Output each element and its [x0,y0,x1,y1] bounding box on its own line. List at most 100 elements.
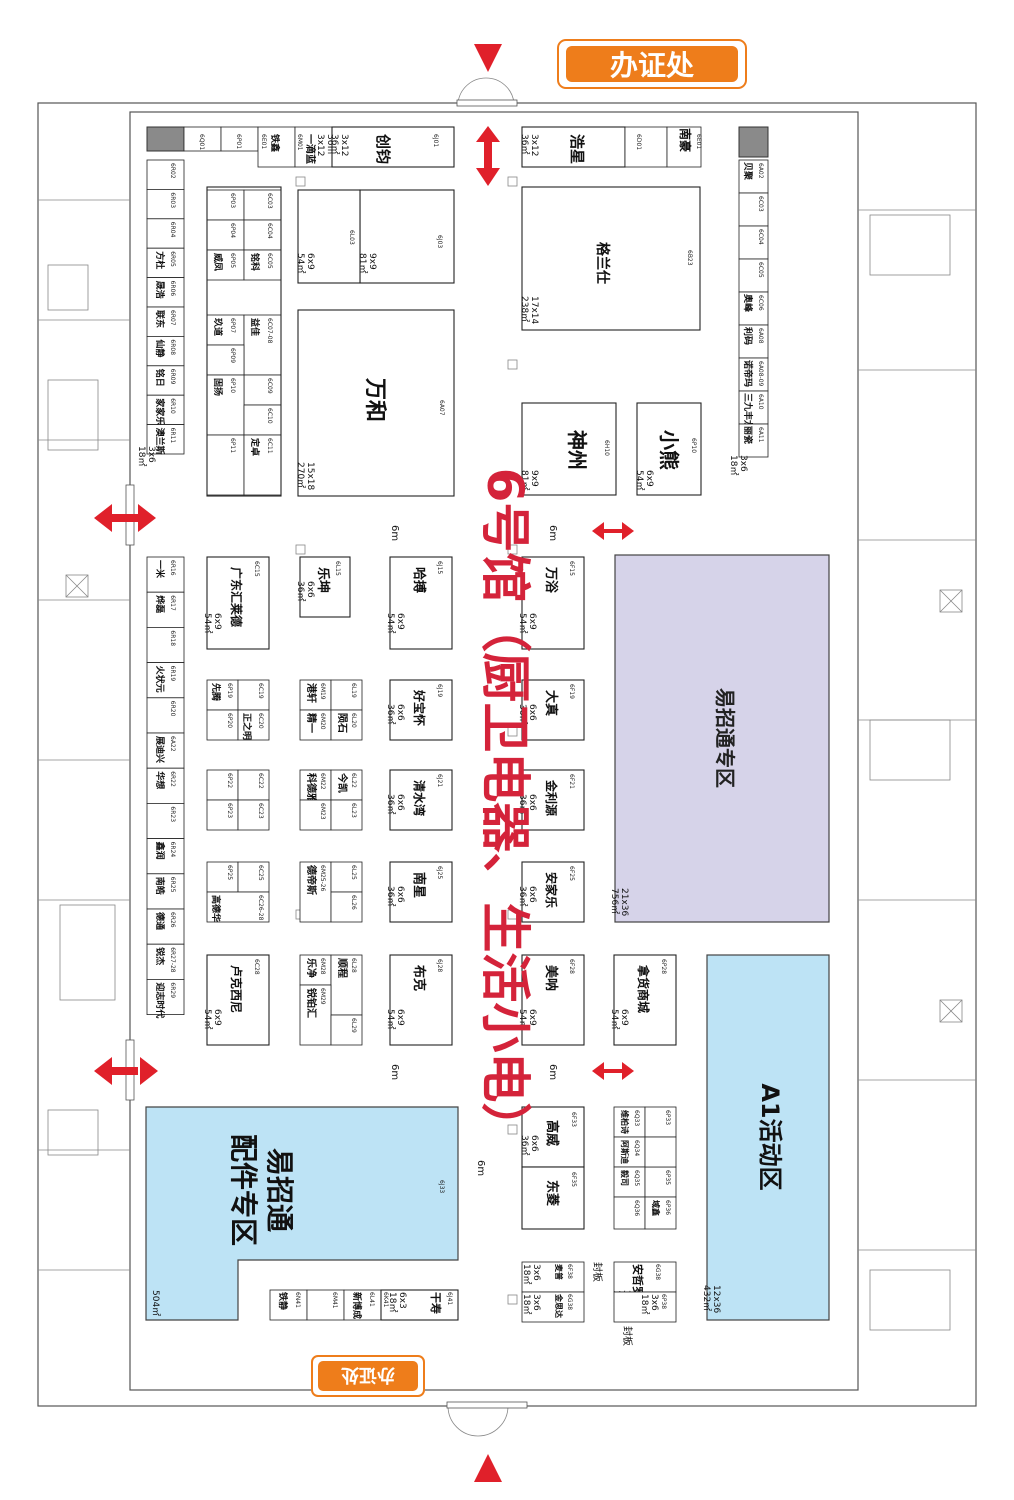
mid2-booth [206,891,270,923]
mid3-booth-code: 6M23 [319,803,326,820]
left-strip-booth [146,277,185,308]
nanxing-name: 南星 [411,872,427,898]
permit-office-top: 办证处 [557,39,747,89]
jinliyuan-size: 6x6 [527,794,537,811]
mid2-booth-code: 6P25 [226,865,233,880]
right-strip-booth-code: 6A02 [757,163,764,179]
mid3-booth [299,954,332,986]
right-strip-booth [738,225,769,260]
left-strip2-booth-name: 迎志时代 [154,982,166,1018]
mid-grid-booth [243,219,282,251]
bottom-cell-f2 [521,1291,585,1323]
wanhe-code: 6A07 [438,400,445,416]
left-booth-strip-2: 6R16一米6R17烨磊6R186R19火状元6R206A22展迪兴6R22华想… [146,556,185,1018]
booth-nanxing [389,861,453,923]
dazhen-name: 大真 [543,690,559,716]
left-strip2-booth-code: 6R17 [169,595,176,611]
mid3-booth [299,769,332,801]
gelanshi-code: 6B23 [686,250,693,266]
bottom-cell-m1-code: 6N41 [294,1292,301,1308]
left-strip-booth-name: 方杜 [154,251,166,269]
anjiale-code: 6F25 [568,866,575,881]
lukexini-code: 6C28 [253,959,260,975]
bottom-cell-p1-size: 3x6 [649,1294,659,1311]
right-strip-booth [738,423,769,458]
dazhen-size: 6x6 [527,704,537,721]
booth-dongling [521,1166,585,1230]
gelanshi-area: 238㎡ [519,296,530,322]
lukexini-name: 卢克西尼 [229,965,244,1013]
gaowei-area: 36㎡ [519,1135,530,1155]
nahuo-area: 54㎡ [609,1009,620,1029]
mid-grid-booth [206,374,245,436]
mid-grid-booth [243,374,282,406]
left-booth-strip: 6R026R036R046R05方杜6R06晟浩6R07联东6R08仙静6R09… [136,159,185,466]
booth-guangdong [206,556,270,650]
left-strip-booth [146,159,185,190]
booth-ganshou [380,1289,459,1321]
mid-grid-booth [243,314,282,376]
chuangjun-name: 创钧 [374,133,392,164]
corridor-labels: 6m 6m 6m 6m 6m [389,525,558,1176]
mid2-booth-code: 6C22 [257,773,264,789]
mid3-booth-name: 顺程 [336,958,349,978]
left-strip2-booth [146,697,185,734]
booth-lukexini [206,954,270,1046]
gaowei-code: 6F33 [570,1112,577,1127]
permit-office-top-label: 办证处 [610,49,694,82]
bottom-cell-m1-name: 铁静 [277,1292,289,1310]
flow-arrow-left-1 [94,504,156,532]
mid-grid-booth [206,434,245,496]
mid-grid-booth-name: 铭科 [249,253,261,271]
bottom-cell-c6-code: 6Q36 [633,1200,640,1216]
mid3-booth-code: 6M28 [319,958,326,975]
left-strip2-booth [146,908,185,945]
left-strip-booth-code: 6R04 [169,222,176,238]
booth-gelanshi: 格兰仕 6B23 17x14 238㎡ [519,186,701,331]
left-strip2-booth-code: 6R29 [169,982,176,998]
mid-grid-booth-code: 6P11 [229,438,236,453]
mid2-booth-code: 6C20 [257,713,264,729]
nahuo-code: 6P28 [660,959,667,974]
mid3-booth-code: 6L25 [350,865,357,880]
bottom-cell-m2 [306,1289,345,1321]
jinliyuan-name: 金利源 [544,779,559,816]
mid-grid-booth-code: 6C04 [266,223,273,239]
lekun-code: 6L15 [334,561,341,576]
mid2-booth-code: 6C25 [257,865,264,881]
mid-grid-booth [243,189,282,221]
wanhe-area: 270㎡ [295,462,306,488]
right-strip-booth-name: 诺帝玛 [742,360,754,387]
yizhaotong-zone-name: 易招通专区 [713,688,737,788]
yizhaotong-zone-area: 756㎡ [609,888,620,914]
mid-grid-booth-name: 威凤 [212,253,224,271]
booth-b2: 6L03 6x9 54㎡ [295,189,361,284]
mid3-booth-code: 6L20 [350,713,357,728]
lekun-size: 6x6 [305,581,315,598]
booth-dazhen [521,679,585,741]
left-strip-booth-name: 仙静 [154,339,166,357]
gelanshi-size: 17x14 [529,296,539,325]
left-strip-booth-code: 6R09 [169,369,176,385]
haobao-area: 36㎡ [385,704,396,724]
left-strip2-booth-code: 6R25 [169,877,176,893]
left-strip-booth [146,188,185,220]
corridor-label-2: 6m [547,525,558,541]
anjiale-name: 安家乐 [544,872,559,908]
mid-grid-booth-code: 6P04 [229,223,236,238]
mid2-booth [206,679,239,711]
left-strip2-booth-name: 展迪兴 [154,736,166,763]
right-strip-booth-code: 6C04 [757,229,764,245]
bottom-cell-m3-name: 新博成 [351,1292,363,1319]
left-strip-booth-code: 6R03 [169,192,176,208]
left-strip-booth-code: 6R08 [169,339,176,355]
dazhen-code: 6F19 [568,684,575,699]
mid2-booth [206,861,239,893]
bottom-cell-p1-code: 6P38 [660,1294,667,1309]
guangdong-area: 54㎡ [202,613,213,633]
xiaoxiong-code: 6P10 [690,438,697,453]
guangdong-code: 6C15 [253,561,260,577]
booth-wanhe: 万和 6A07 15x18 270㎡ [295,309,455,497]
left-strip-area: 18㎡ [136,446,147,466]
